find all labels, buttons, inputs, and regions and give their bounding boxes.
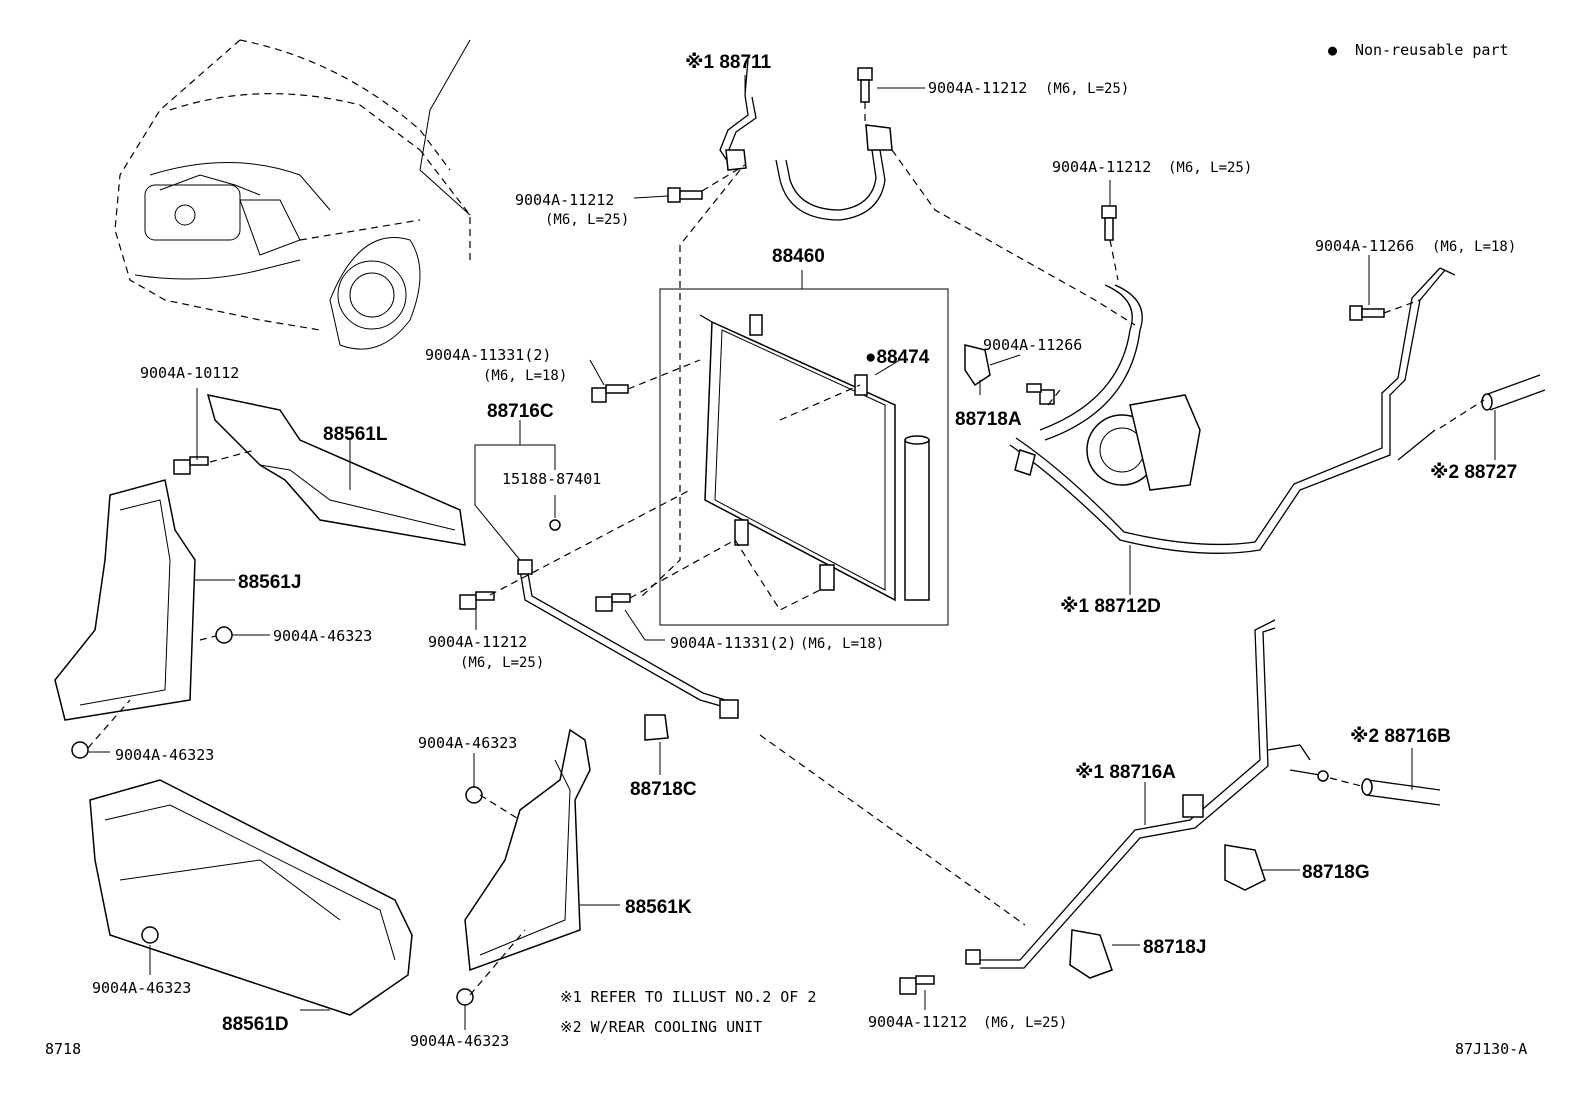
label-88712D: ※1 88712D <box>1060 596 1161 617</box>
label-88716B: ※2 88716B <box>1350 726 1451 747</box>
label-bolt-10112: 9004A-10112 <box>140 364 239 382</box>
bolt-icon <box>173 456 209 475</box>
label-88561D: 88561D <box>222 1014 289 1035</box>
label-bolt-46323-d: 9004A-46323 <box>92 979 191 997</box>
label-bolt-11212-bottom-spec: (M6, L=25) <box>983 1015 1067 1031</box>
clamp-88718G <box>1224 844 1266 891</box>
legend: ● Non-reusable part <box>1328 41 1509 59</box>
bolt-icon <box>595 593 631 612</box>
bolt-icon <box>456 988 474 1006</box>
label-88718J: 88718J <box>1143 937 1206 958</box>
label-88718A: 88718A <box>955 409 1022 430</box>
bolt-icon <box>459 591 495 610</box>
label-bolt-11212-bottom: 9004A-11212 <box>868 1013 967 1031</box>
label-bolt-11212-mid-spec: (M6, L=25) <box>460 655 544 671</box>
bolt-icon <box>71 741 89 759</box>
label-88718G: 88718G <box>1302 862 1370 883</box>
label-bolt-11266-mid: 9004A-11266 <box>983 336 1082 354</box>
label-bolt-46323-a: 9004A-46323 <box>273 627 372 645</box>
radiator-side-seal-88561K <box>464 728 591 972</box>
label-bolt-11331-bot-spec: (M6, L=18) <box>800 636 884 652</box>
label-15188: 15188-87401 <box>502 470 601 488</box>
legend-text: Non-reusable part <box>1355 41 1509 59</box>
legend-symbol: ● <box>1328 41 1337 59</box>
cooler-refrigerant-liquid-pipe-88712D <box>1009 267 1456 554</box>
label-88474: ●88474 <box>865 347 930 368</box>
footer-right-code: 87J130-A <box>1455 1040 1527 1058</box>
label-bolt-11331-top-spec: (M6, L=18) <box>483 368 567 384</box>
label-bolt-compressor: 9004A-11212 <box>1052 158 1151 176</box>
label-bolt-46323-e: 9004A-46323 <box>410 1032 509 1050</box>
bolt-icon <box>1101 205 1117 241</box>
condenser-assembly-88460 <box>659 288 949 626</box>
cooler-refrigerant-pipe-88716C <box>517 519 739 719</box>
label-bolt-46323-c: 9004A-46323 <box>418 734 517 752</box>
leader-lines <box>88 75 1496 1030</box>
bolt-icon <box>857 67 873 103</box>
hose-88727 <box>1481 374 1546 411</box>
label-88716C: 88716C <box>487 401 554 422</box>
bolt-icon <box>899 975 935 995</box>
bolt-icon <box>1349 305 1385 321</box>
footer-left-code: 8718 <box>45 1040 81 1058</box>
radiator-side-seal-88561J <box>54 479 196 721</box>
label-bolt-11331-top: 9004A-11331(2) <box>425 346 551 364</box>
compressor-assembly <box>1039 284 1201 491</box>
note-rear-cooling: ※2 W/REAR COOLING UNIT <box>560 1018 762 1036</box>
label-bolt-left-top: 9004A-11212 <box>515 191 614 209</box>
bolt-icon <box>667 187 703 203</box>
label-bolt-46323-b: 9004A-46323 <box>115 746 214 764</box>
label-bolt-left-top-spec: (M6, L=25) <box>545 212 629 228</box>
clamp-88718C <box>644 714 669 741</box>
label-88716A: ※1 88716A <box>1075 762 1176 783</box>
radiator-lower-seal-88561D <box>89 779 413 1016</box>
label-bolt-compressor-spec: (M6, L=25) <box>1168 160 1252 176</box>
label-88727: ※2 88727 <box>1430 462 1517 483</box>
cooler-refrigerant-pipe-88716A <box>965 619 1329 969</box>
clamp-88718A <box>964 344 991 387</box>
dashed-assembly-lines <box>87 102 1485 996</box>
label-bolt-11212-mid: 9004A-11212 <box>428 633 527 651</box>
notes: ※1 REFER TO ILLUST NO.2 OF 2 ※2 W/REAR C… <box>560 988 816 1036</box>
hose-88716B <box>1361 778 1441 806</box>
label-88718C: 88718C <box>630 779 697 800</box>
label-88460: 88460 <box>772 246 825 267</box>
bolt-icon <box>1026 383 1055 405</box>
label-bolt-11331-bot: 9004A-11331(2) <box>670 634 796 652</box>
note-refer-illust: ※1 REFER TO ILLUST NO.2 OF 2 <box>560 988 816 1006</box>
bolt-icon <box>215 626 233 644</box>
clamp-88718J <box>1069 929 1113 979</box>
label-88561L: 88561L <box>323 424 388 445</box>
bolt-icon <box>465 786 483 804</box>
radiator-side-seal-88561L <box>206 394 466 546</box>
cooler-refrigerant-discharge-hose-88711 <box>719 59 893 221</box>
label-bolt-11266-right: 9004A-11266 <box>1315 237 1414 255</box>
label-bolt-top-right: 9004A-11212 <box>928 79 1027 97</box>
label-88561K: 88561K <box>625 897 692 918</box>
label-bolt-top-right-spec: (M6, L=25) <box>1045 81 1129 97</box>
label-88711: ※1 88711 <box>685 52 772 73</box>
label-bolt-11266-right-spec: (M6, L=18) <box>1432 239 1516 255</box>
vehicle-front-illustration <box>114 39 471 350</box>
label-88561J: 88561J <box>238 572 301 593</box>
bolt-icon <box>141 926 159 944</box>
bolt-icon <box>591 384 629 403</box>
